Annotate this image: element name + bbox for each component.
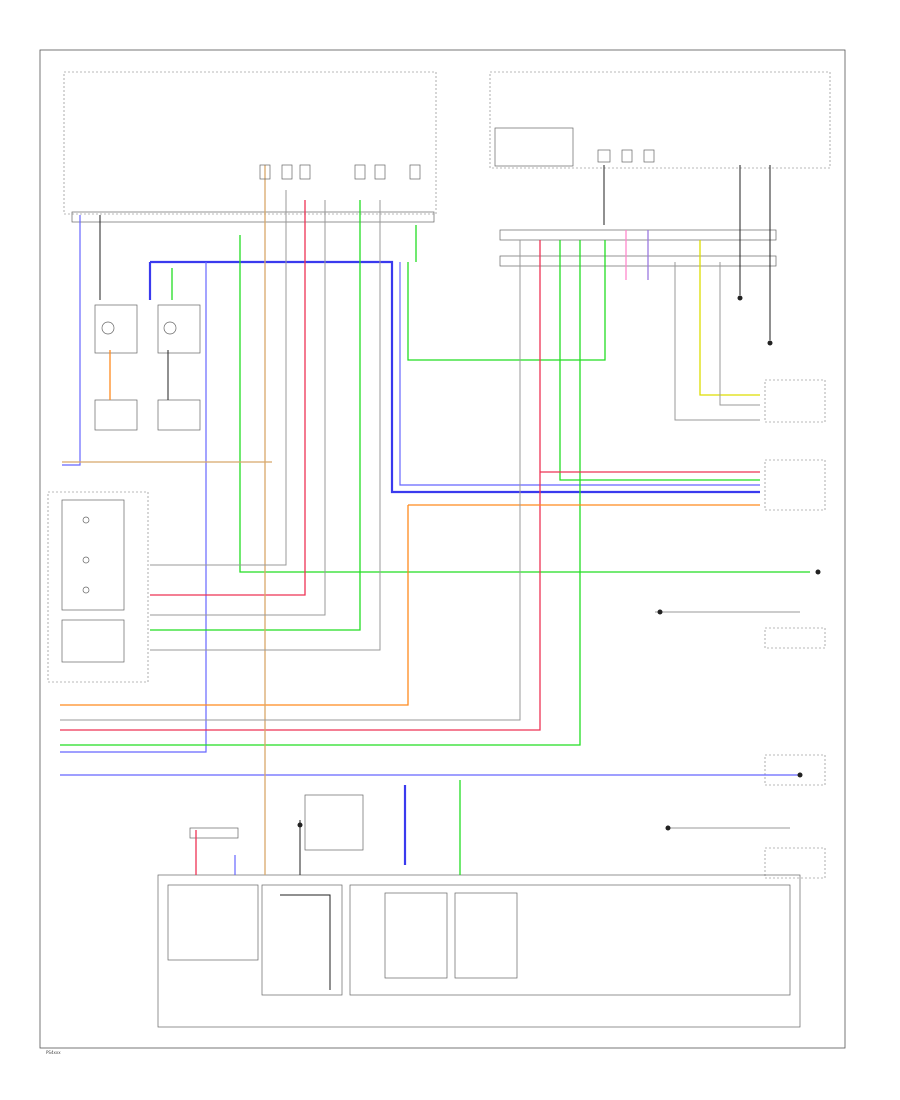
wire-green-5 — [150, 200, 361, 631]
wire-green-2 — [239, 235, 810, 573]
wire-green-3 — [407, 240, 606, 361]
wire-green-7 — [60, 240, 581, 746]
wire-green-6 — [559, 240, 760, 481]
pin-marks — [259, 149, 655, 180]
wire-gray-4 — [60, 240, 521, 721]
page-frame — [39, 49, 846, 1049]
fuse-box-left — [63, 71, 437, 215]
wire-yellow — [699, 240, 760, 396]
wire-gray-3 — [150, 200, 381, 651]
upper-connector-row — [71, 211, 777, 267]
wire-red-1 — [60, 240, 541, 731]
wire-gray-1 — [150, 190, 287, 566]
wire-blue-heavy — [150, 260, 760, 494]
wire-black-7 — [280, 894, 331, 990]
right-components — [764, 379, 826, 879]
control-module — [157, 794, 801, 1028]
left-lamp-group — [94, 304, 201, 431]
wire-gray-5 — [674, 262, 760, 421]
relay-box — [494, 127, 574, 167]
wire-red-3 — [150, 200, 306, 596]
wire-gray-6 — [719, 262, 760, 406]
fuse-box-right — [489, 71, 831, 169]
wire-gray-2 — [150, 200, 326, 616]
combination-switch — [47, 491, 149, 683]
wire-blue-1 — [62, 215, 81, 466]
junction-dots — [297, 295, 821, 831]
wire-orange-1 — [60, 505, 409, 706]
wire-blue-5 — [399, 262, 760, 486]
footer-code: PS4xxx — [46, 1050, 61, 1055]
wire-blue-2 — [60, 262, 207, 753]
